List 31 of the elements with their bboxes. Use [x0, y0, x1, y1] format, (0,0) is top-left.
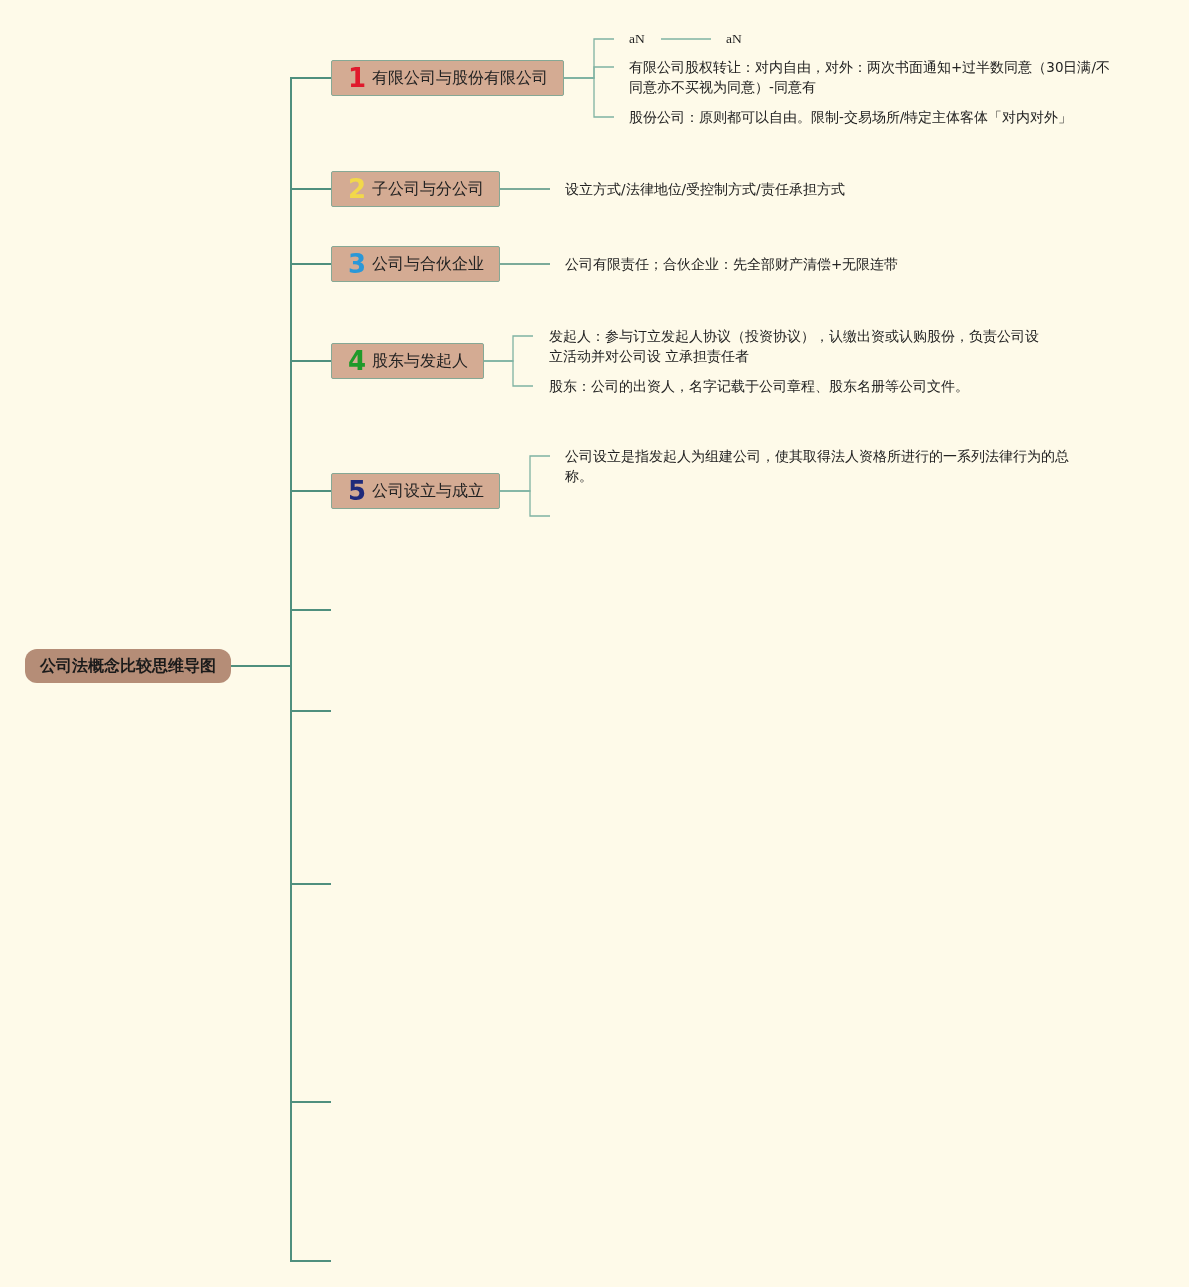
note-text: 公司设立是指发起人为组建公司，使其取得法人资格所进行的一系列法律行为的总称。 [550, 446, 1070, 488]
note-text: 股份公司：原则都可以自由。限制-交易场所/特定主体客体「对内对外」 [614, 107, 1094, 127]
number-marker: 4 [348, 348, 367, 374]
note-text: 有限公司股权转让：对内自由，对外：两次书面通知+过半数同意（30日满/不同意亦不买视为同意）-同意有 [614, 57, 1124, 99]
number-marker: 1 [348, 65, 367, 91]
branch-line [499, 188, 551, 190]
branch-line [499, 263, 551, 265]
branch-line [483, 360, 534, 387]
branch-line [499, 490, 551, 517]
topic-box [331, 60, 564, 96]
topic-label: 股东与发起人 [372, 350, 469, 372]
note-text: aN [614, 29, 650, 49]
topic-label: 有限公司与股份有限公司 [372, 67, 549, 89]
number-marker: 3 [348, 251, 367, 277]
topic-box [331, 171, 500, 207]
topic-label: 公司与合伙企业 [372, 253, 485, 275]
number-marker: 2 [348, 176, 367, 202]
branch-line [660, 38, 712, 40]
topic-label: 公司设立与成立 [372, 480, 485, 502]
note-text: aN [711, 29, 751, 49]
note-text: 公司有限责任；合伙企业：先全部财产清偿+无限连带 [550, 254, 910, 274]
note-text: 设立方式/法律地位/受控制方式/责任承担方式 [550, 179, 870, 199]
root-topic-box: 公司法概念比较思维导图 [25, 649, 231, 683]
topic-label: 子公司与分公司 [372, 178, 485, 200]
topic-box [331, 473, 500, 509]
topic-box [331, 343, 484, 379]
note-text: 发起人：参与订立发起人协议（投资协议），认缴出资或认购股份，负责公司设立活动并对公司设 立承担责任者 [533, 326, 1043, 368]
topic-box [331, 246, 500, 282]
branch-line [563, 77, 615, 118]
note-text: 股东：公司的出资人，名字记载于公司章程、股东名册等公司文件。 [533, 376, 983, 396]
number-marker: 5 [348, 478, 367, 504]
